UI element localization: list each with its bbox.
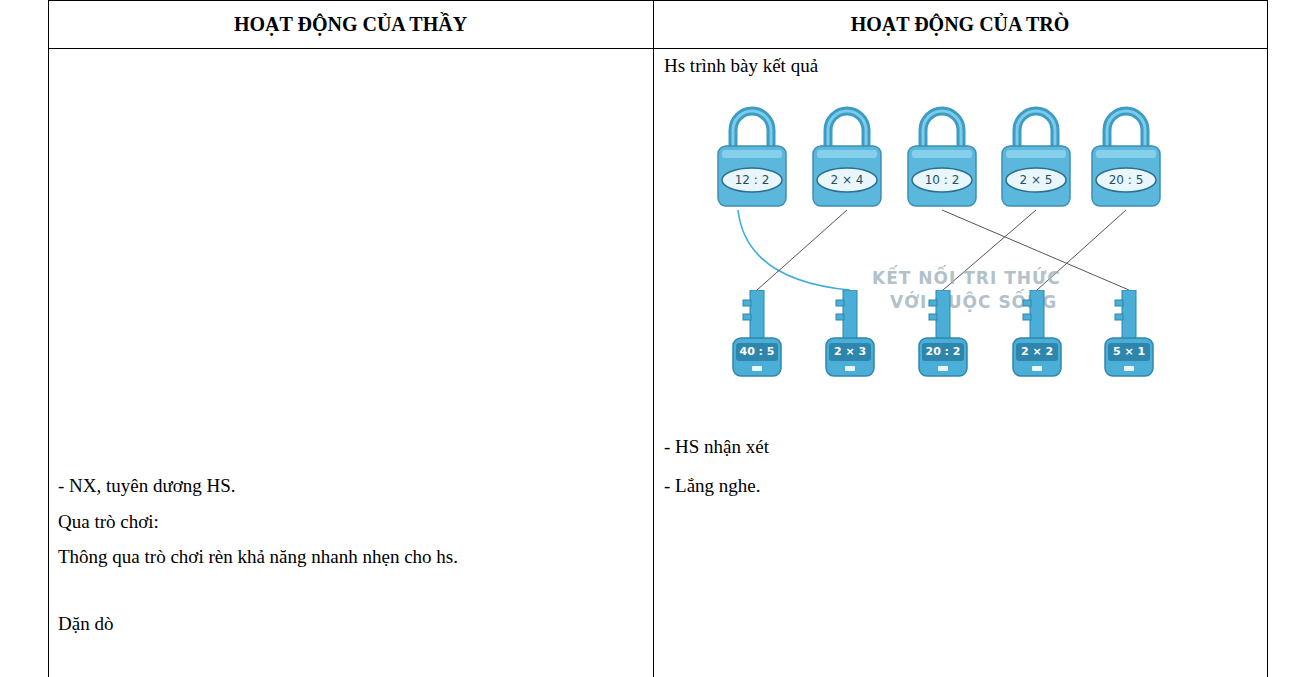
key: 20 : 2 xyxy=(918,290,968,380)
lock: 20 : 5 xyxy=(1090,100,1162,210)
lock-label: 2 × 4 xyxy=(811,170,883,190)
body-text: - Lắng nghe. xyxy=(664,472,1254,500)
body-text: Dặn dò xyxy=(58,610,643,638)
match-line xyxy=(738,210,850,290)
lock-label: 20 : 5 xyxy=(1090,170,1162,190)
lock-label: 10 : 2 xyxy=(906,170,978,190)
lock: 10 : 2 xyxy=(906,100,978,210)
key-label: 2 × 2 xyxy=(1012,343,1062,361)
key-shape xyxy=(1012,290,1062,380)
table-border xyxy=(48,48,1268,49)
body-text: Hs trình bày kết quả xyxy=(664,52,1254,80)
match-line xyxy=(757,210,847,290)
key-label: 20 : 2 xyxy=(918,343,968,361)
key: 2 × 2 xyxy=(1012,290,1062,380)
table-border xyxy=(653,0,654,677)
watermark: KẾT NỐI TRI THỨC xyxy=(872,266,1132,291)
key-label: 5 × 1 xyxy=(1104,343,1154,361)
key: 2 × 3 xyxy=(825,290,875,380)
table-border xyxy=(48,0,49,677)
lock-shape xyxy=(811,100,883,210)
table-header: HOẠT ĐỘNG CỦA THẦY xyxy=(48,10,653,39)
body-text: - NX, tuyên dương HS. xyxy=(58,472,643,500)
key: 40 : 5 xyxy=(732,290,782,380)
lock: 2 × 5 xyxy=(1000,100,1072,210)
key-shape xyxy=(825,290,875,380)
key-shape xyxy=(732,290,782,380)
lock: 2 × 4 xyxy=(811,100,883,210)
body-text: Thông qua trò chơi rèn khả năng nhanh nh… xyxy=(58,543,483,571)
table-header: HOẠT ĐỘNG CỦA TRÒ xyxy=(653,10,1267,39)
key: 5 × 1 xyxy=(1104,290,1154,380)
lock-label: 12 : 2 xyxy=(716,170,788,190)
lock-shape xyxy=(716,100,788,210)
body-text: - HS nhận xét xyxy=(664,433,1254,461)
key-label: 40 : 5 xyxy=(732,343,782,361)
table-border xyxy=(1267,0,1268,677)
lock-label: 2 × 5 xyxy=(1000,170,1072,190)
body-text: Qua trò chơi: xyxy=(58,508,643,536)
lock-shape xyxy=(1000,100,1072,210)
key-shape xyxy=(918,290,968,380)
table-border xyxy=(48,0,1268,1)
watermark: VỚI CUỘC SỐNG xyxy=(890,290,1130,315)
key-shape xyxy=(1104,290,1154,380)
key-label: 2 × 3 xyxy=(825,343,875,361)
lock-shape xyxy=(906,100,978,210)
lock-shape xyxy=(1090,100,1162,210)
lock: 12 : 2 xyxy=(716,100,788,210)
